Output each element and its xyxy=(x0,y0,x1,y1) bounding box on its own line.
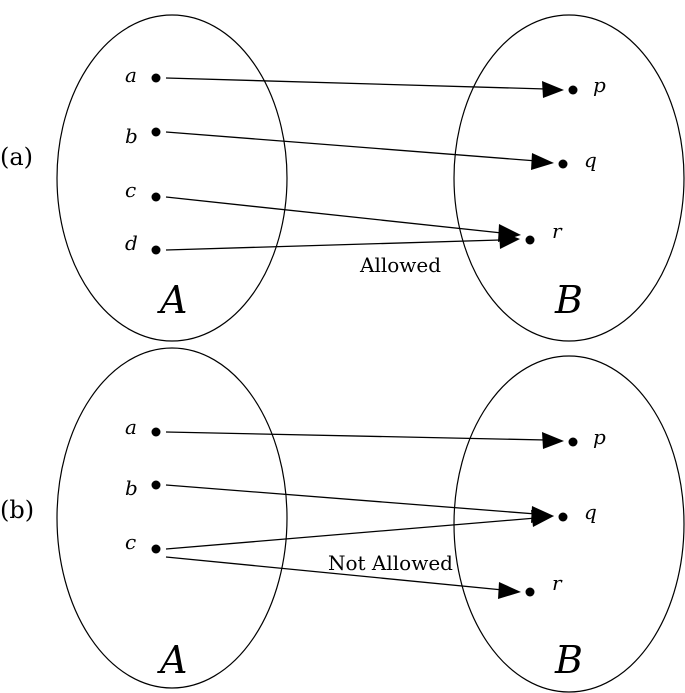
codomain-point xyxy=(558,512,568,522)
codomain-point xyxy=(525,235,535,245)
codomain-point xyxy=(568,437,578,447)
set-b-label: B xyxy=(554,638,583,682)
codomain-element-label: q xyxy=(584,148,597,172)
not-allowed-note: Not Allowed xyxy=(328,551,453,575)
set-b-outline xyxy=(453,14,685,342)
panel-a: (a) a b c d p q r xyxy=(0,14,685,342)
arrow-b-to-q xyxy=(165,484,554,523)
arrow-c-to-q xyxy=(165,510,554,550)
codomain-element-label: p xyxy=(593,73,606,97)
domain-point xyxy=(151,192,161,202)
set-a-label: A xyxy=(157,638,187,682)
codomain-point xyxy=(568,85,578,95)
codomain-element-label: p xyxy=(593,425,606,449)
domain-element-label: b xyxy=(125,124,138,148)
arrow-d-to-r xyxy=(165,231,520,251)
codomain-point xyxy=(525,587,535,597)
panel-a-label: (a) xyxy=(0,143,33,171)
domain-point xyxy=(151,245,161,255)
domain-element-label: c xyxy=(125,178,136,202)
panel-b: (b) a b c p q r xyxy=(0,347,685,693)
codomain-element-label: q xyxy=(584,500,597,524)
domain-point xyxy=(151,73,161,83)
domain-point xyxy=(151,427,161,437)
set-a-label: A xyxy=(157,278,187,322)
arrow-c-to-r xyxy=(165,196,521,242)
arrow-b-to-q xyxy=(165,131,554,170)
set-a-outline xyxy=(56,347,288,689)
arrow-a-to-p xyxy=(165,431,564,449)
domain-point xyxy=(151,480,161,490)
set-a-outline xyxy=(56,14,288,342)
arrow-a-to-p xyxy=(165,77,564,98)
domain-element-label: a xyxy=(125,63,137,87)
set-b-label: B xyxy=(554,278,583,322)
domain-point xyxy=(151,127,161,137)
codomain-point xyxy=(558,159,568,169)
domain-point xyxy=(151,544,161,554)
arrow-c-to-r xyxy=(165,556,521,599)
panel-b-label: (b) xyxy=(0,496,34,524)
domain-element-label: c xyxy=(125,530,136,554)
codomain-element-label: r xyxy=(552,571,563,595)
domain-element-label: d xyxy=(125,231,138,255)
set-b-outline xyxy=(453,355,685,693)
domain-element-label: b xyxy=(125,476,138,500)
codomain-element-label: r xyxy=(552,219,563,243)
allowed-note: Allowed xyxy=(359,253,441,277)
domain-element-label: a xyxy=(125,415,137,439)
